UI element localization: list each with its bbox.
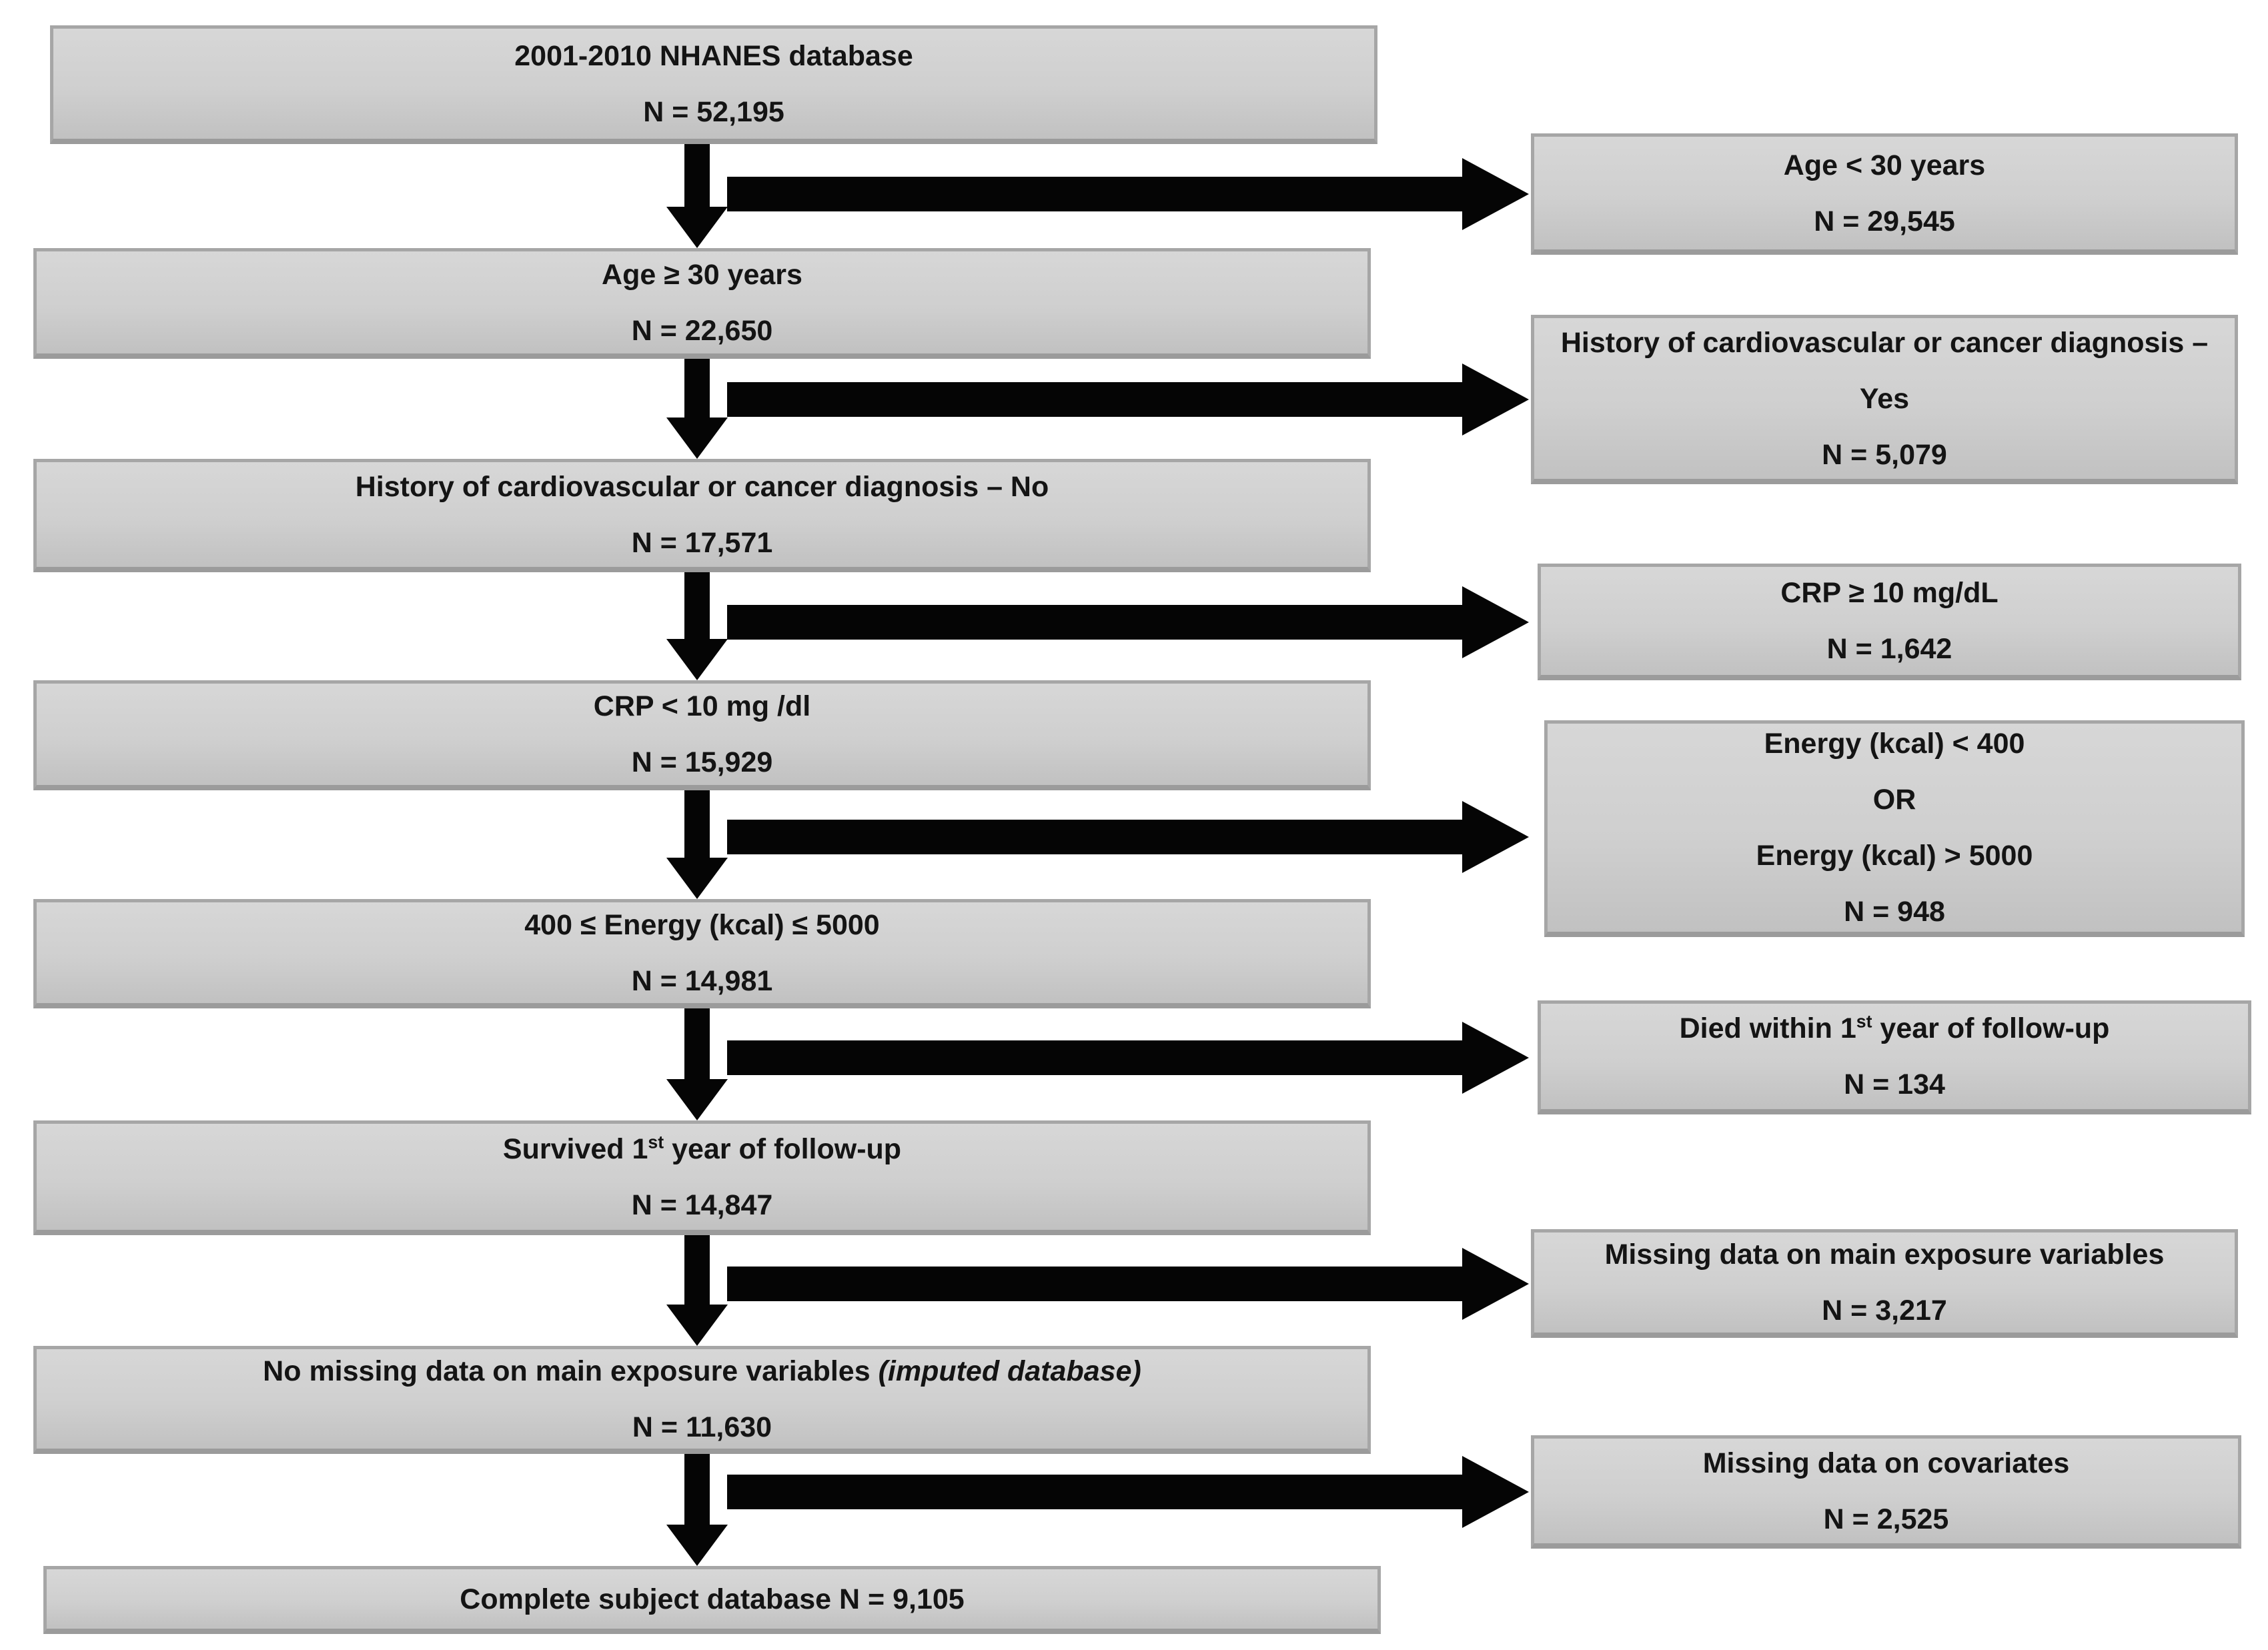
label-text: Died within 1 — [1679, 1012, 1856, 1044]
excl-box-died-first-year: Died within 1st year of follow-up N = 13… — [1538, 1000, 2251, 1114]
flow-box-complete-database: Complete subject database N = 9,105 — [43, 1566, 1381, 1634]
box-n-value: N = 3,217 — [1822, 1295, 1947, 1327]
box-n-value: N = 29,545 — [1814, 205, 1955, 237]
right-arrow-2 — [727, 363, 1529, 436]
flow-box-survived-first-year: Survived 1st year of follow-up N = 14,84… — [33, 1120, 1371, 1235]
box-label: Age ≥ 30 years — [602, 258, 802, 291]
right-arrow-6 — [727, 1248, 1529, 1320]
right-arrow-5 — [727, 1022, 1529, 1094]
box-n-value: N = 5,079 — [1822, 438, 1947, 471]
flow-box-nhanes-database: 2001-2010 NHANES database N = 52,195 — [50, 25, 1377, 144]
down-arrow-6 — [666, 1235, 728, 1346]
excl-box-missing-covariates: Missing data on covariates N = 2,525 — [1531, 1435, 2241, 1549]
box-label: Survived 1st year of follow-up — [503, 1121, 901, 1177]
box-n-value: N = 22,650 — [631, 314, 773, 347]
label-text: year of follow-up — [664, 1132, 902, 1165]
label-superscript: st — [648, 1132, 664, 1152]
label-superscript: st — [1856, 1011, 1872, 1032]
flow-box-history-no: History of cardiovascular or cancer diag… — [33, 459, 1371, 572]
right-arrow-7 — [727, 1456, 1529, 1528]
flow-box-energy-range: 400 ≤ Energy (kcal) ≤ 5000 N = 14,981 — [33, 899, 1371, 1008]
label-text: year of follow-up — [1872, 1012, 2110, 1044]
box-n-value: N = 948 — [1844, 896, 1945, 928]
right-arrow-4 — [727, 801, 1529, 873]
box-label: 2001-2010 NHANES database — [514, 39, 913, 72]
excl-box-crp-ge-10: CRP ≥ 10 mg/dL N = 1,642 — [1538, 564, 2241, 680]
down-arrow-7 — [666, 1454, 728, 1566]
excl-box-energy-out-of-range: Energy (kcal) < 400 OR Energy (kcal) > 5… — [1544, 720, 2245, 937]
box-label: Energy (kcal) > 5000 — [1756, 840, 2033, 872]
flow-box-no-missing-exposure: No missing data on main exposure variabl… — [33, 1346, 1371, 1454]
box-n-value: N = 52,195 — [643, 95, 784, 128]
box-label: Missing data on main exposure variables — [1604, 1239, 2165, 1271]
box-label: History of cardiovascular or cancer diag… — [355, 470, 1049, 503]
box-n-value: N = 14,981 — [631, 964, 773, 997]
box-n-value: N = 1,642 — [1826, 633, 1952, 665]
box-label: CRP < 10 mg /dl — [593, 690, 811, 722]
right-arrow-3 — [727, 586, 1529, 658]
box-label: OR — [1872, 784, 1916, 816]
box-label: No missing data on main exposure variabl… — [263, 1343, 1141, 1399]
label-text: No missing data on main exposure variabl… — [263, 1355, 879, 1387]
down-arrow-3 — [666, 572, 728, 680]
box-label: Died within 1st year of follow-up — [1680, 1000, 2110, 1056]
excl-box-age-lt-30: Age < 30 years N = 29,545 — [1531, 133, 2238, 255]
label-text: Survived 1 — [502, 1132, 648, 1165]
excl-box-history-yes: History of cardiovascular or cancer diag… — [1531, 315, 2238, 484]
down-arrow-4 — [666, 790, 728, 899]
box-label: History of cardiovascular or cancer diag… — [1560, 326, 2209, 415]
box-label: Age < 30 years — [1783, 149, 1986, 181]
box-label: Energy (kcal) < 400 — [1764, 728, 2025, 760]
box-label: 400 ≤ Energy (kcal) ≤ 5000 — [524, 908, 880, 941]
down-arrow-1 — [666, 144, 728, 248]
box-n-value: N = 14,847 — [631, 1188, 773, 1221]
box-n-value: N = 2,525 — [1823, 1503, 1949, 1535]
flow-box-age-ge-30: Age ≥ 30 years N = 22,650 — [33, 248, 1371, 359]
box-label: Complete subject database N = 9,105 — [460, 1583, 965, 1615]
down-arrow-2 — [666, 359, 728, 459]
box-n-value: N = 11,630 — [632, 1411, 772, 1443]
box-label: CRP ≥ 10 mg/dL — [1780, 577, 1999, 609]
label-italic-text: (imputed database) — [878, 1355, 1141, 1387]
box-n-value: N = 134 — [1844, 1068, 1945, 1100]
excl-box-missing-exposure: Missing data on main exposure variables … — [1531, 1229, 2238, 1338]
flow-box-crp-lt-10: CRP < 10 mg /dl N = 15,929 — [33, 680, 1371, 790]
right-arrow-1 — [727, 158, 1529, 230]
box-label: Missing data on covariates — [1702, 1447, 2070, 1479]
down-arrow-5 — [666, 1008, 728, 1120]
box-n-value: N = 15,929 — [631, 746, 773, 778]
box-n-value: N = 17,571 — [631, 526, 773, 559]
